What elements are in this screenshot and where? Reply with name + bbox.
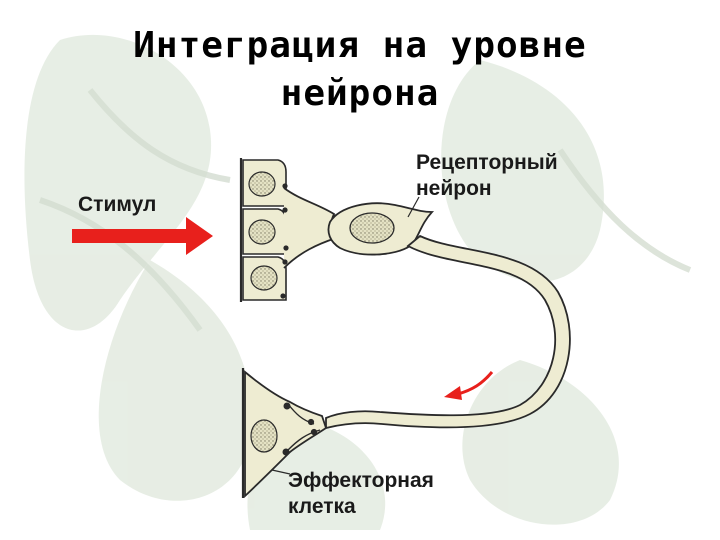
effector-cell-label-line-1: Эффекторная bbox=[288, 468, 434, 494]
epithelium-cells bbox=[241, 158, 286, 302]
stimulus-label: Стимул bbox=[78, 192, 156, 218]
receptor-neuron-label-line-2: нейрон bbox=[416, 176, 558, 202]
receptor-neuron-label: Рецепторный нейрон bbox=[416, 150, 558, 202]
effector-cell-label-line-2: клетка bbox=[288, 494, 434, 520]
stimulus-arrow bbox=[72, 217, 213, 255]
effector-cell-label: Эффекторная клетка bbox=[288, 468, 434, 520]
direction-arrow bbox=[444, 372, 492, 400]
receptor-neuron bbox=[284, 188, 570, 428]
receptor-neuron-label-line-1: Рецепторный bbox=[416, 150, 558, 176]
